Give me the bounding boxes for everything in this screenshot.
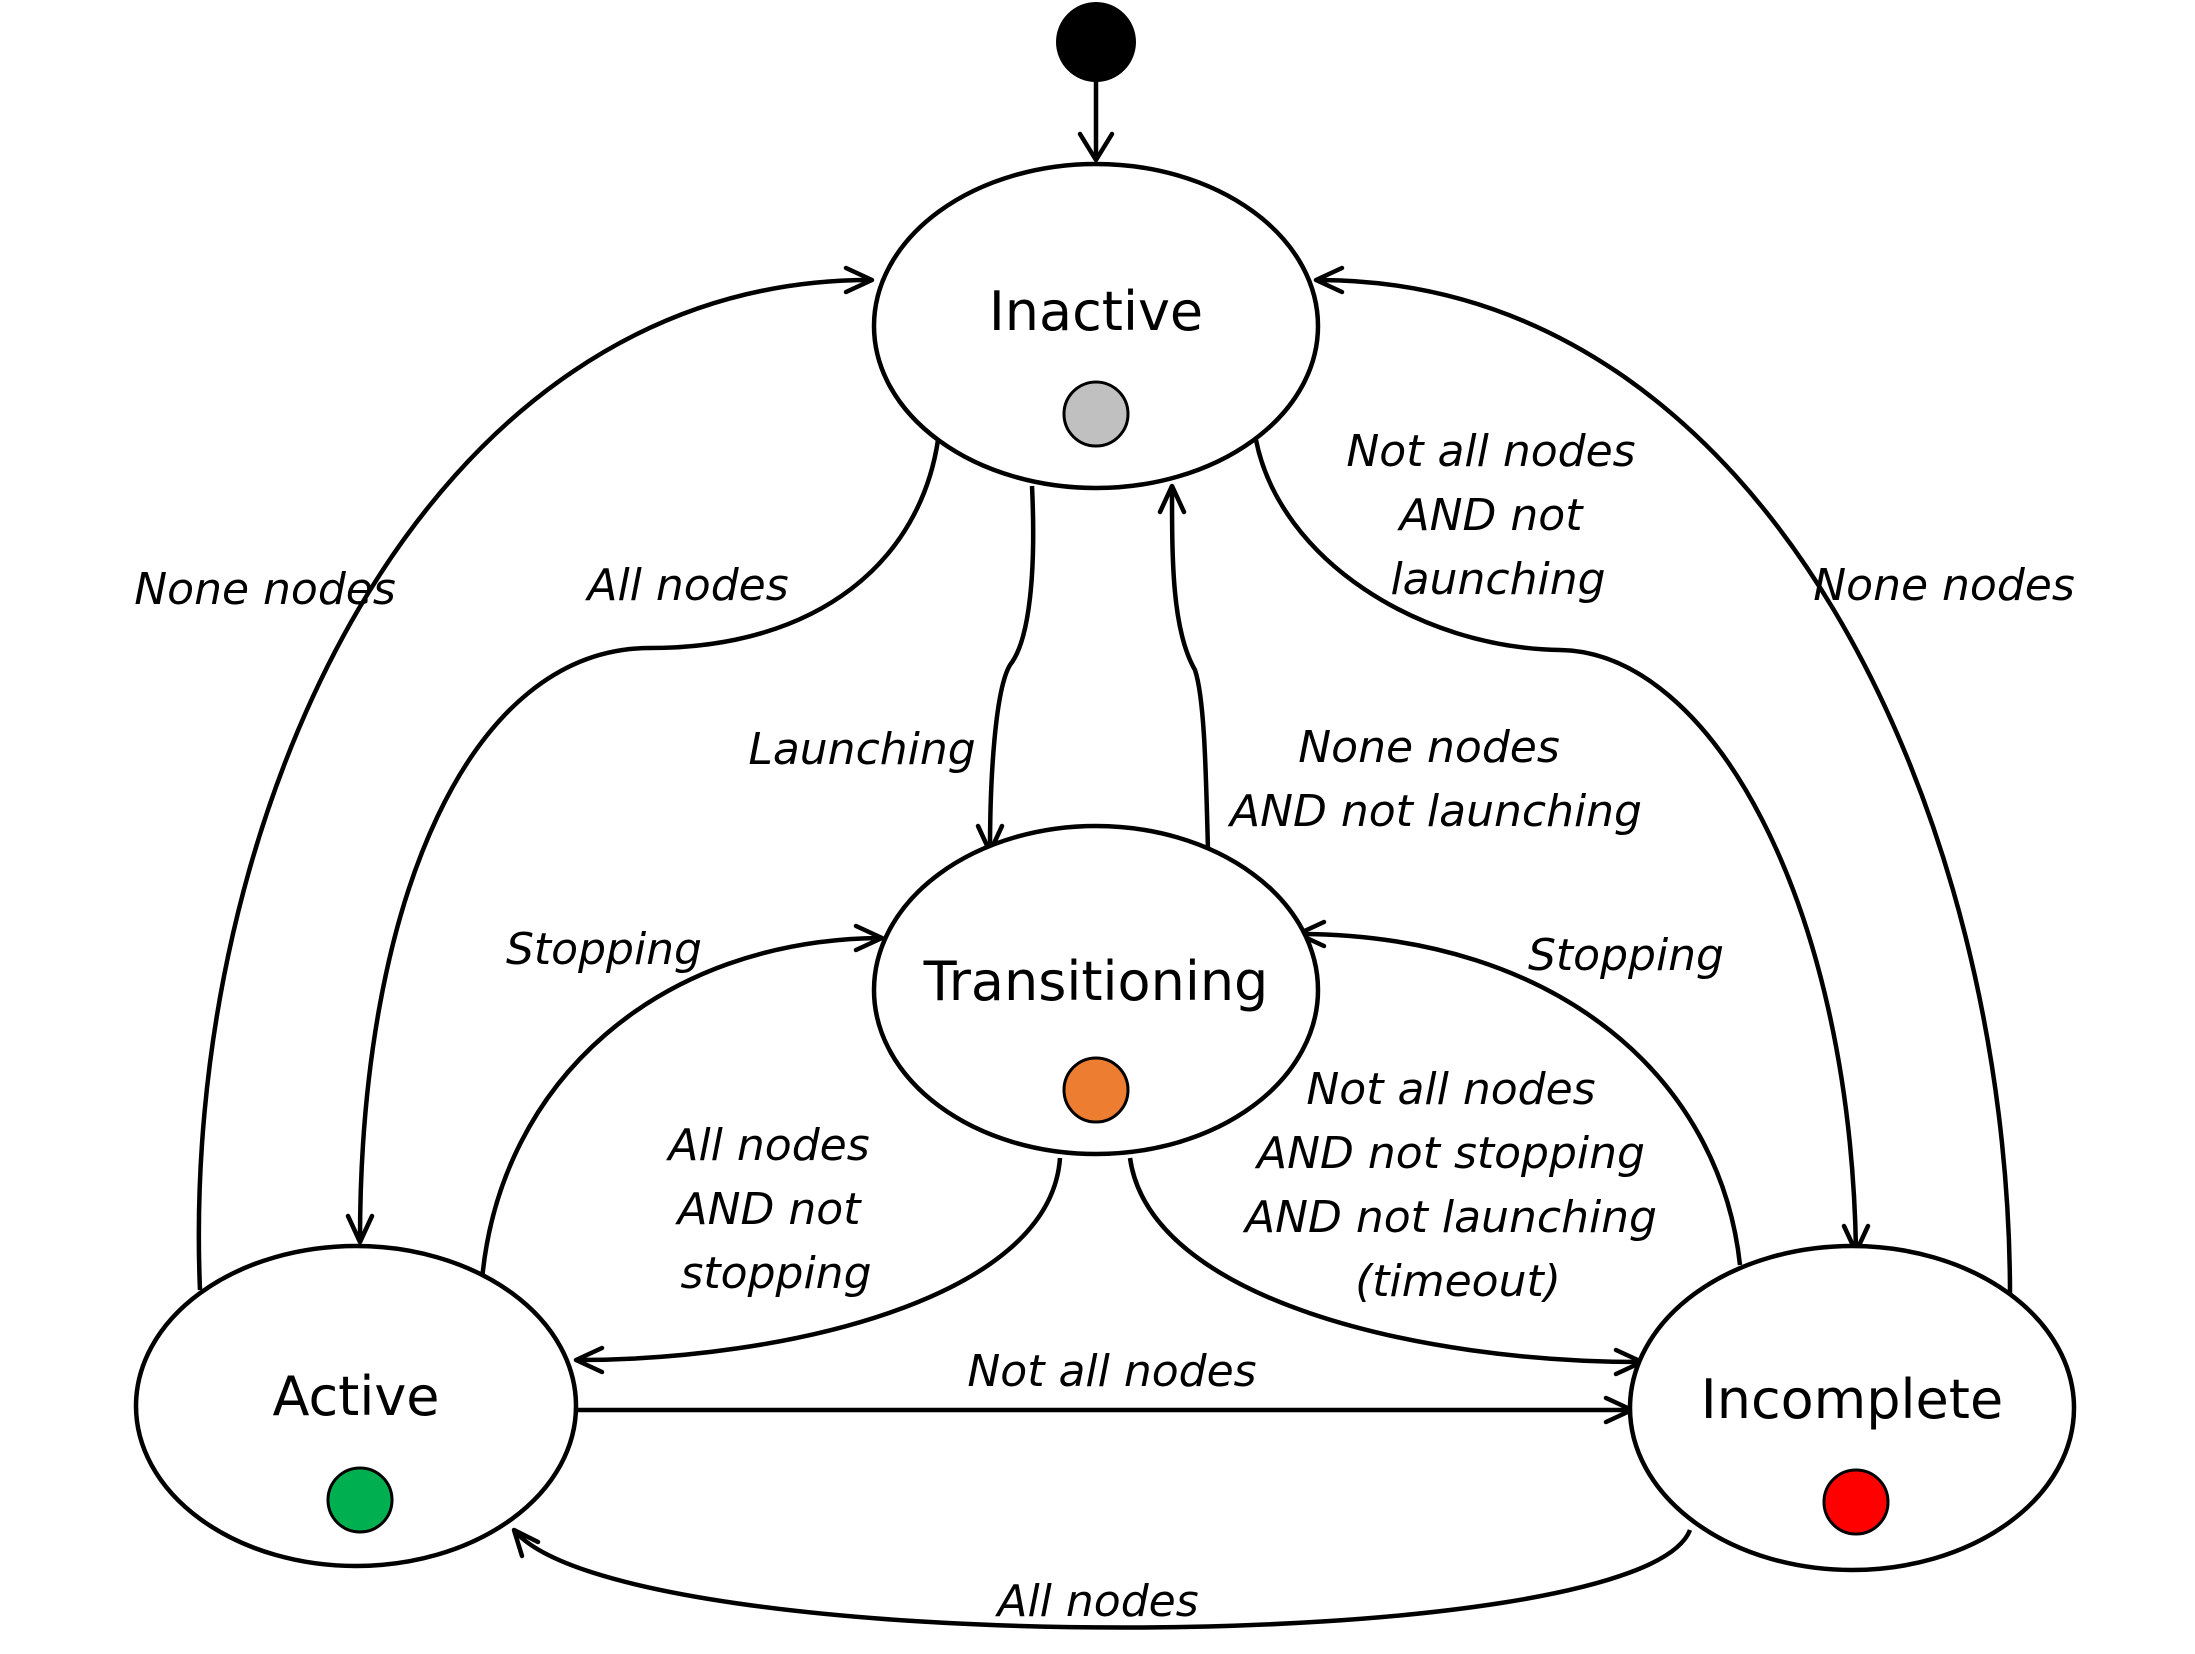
state-active[interactable]: Active <box>133 1243 579 1569</box>
arrowhead <box>1157 483 1187 515</box>
arrowhead <box>843 265 875 295</box>
edge-inactive-to-incomplete <box>1253 439 1859 1251</box>
label-active-to-inactive: None nodes <box>134 564 396 615</box>
arrowhead <box>1077 131 1115 163</box>
transition-labels: None nodes All nodes Launching None node… <box>134 426 2075 1627</box>
label-transitioning-to-inactive: None nodes AND not launching <box>1227 722 1642 837</box>
edge-active-to-transitioning <box>479 935 881 1281</box>
label-incomplete-to-active: All nodes <box>994 1576 1198 1627</box>
label-active-to-incomplete: Not all nodes <box>967 1346 1256 1397</box>
arrowhead <box>853 923 885 953</box>
status-indicator-red <box>1822 1468 1890 1536</box>
status-indicator-green <box>326 1466 394 1534</box>
arrowhead <box>573 1345 605 1375</box>
state-active-shape <box>133 1243 579 1569</box>
arrowhead <box>511 1527 541 1559</box>
arrowhead <box>1313 265 1345 295</box>
edge-active-to-inactive <box>196 277 871 1291</box>
state-incomplete-label: Incomplete <box>1701 1368 2003 1431</box>
state-transitioning-shape <box>871 823 1321 1157</box>
label-inactive-to-incomplete: Not all nodes AND not launching <box>1346 426 1649 605</box>
label-inactive-to-active: All nodes <box>584 560 788 611</box>
label-transitioning-to-incomplete: Not all nodes AND not stopping AND not l… <box>1242 1064 1671 1307</box>
edge-incomplete-to-inactive <box>1317 277 2013 1296</box>
edge-incomplete-to-active <box>512 1528 1693 1630</box>
edge-transitioning-to-inactive <box>1169 487 1211 851</box>
state-transitioning-label: Transitioning <box>923 950 1269 1013</box>
label-incomplete-to-transitioning: Stopping <box>1528 930 1724 981</box>
edge-inactive-to-transitioning <box>987 485 1036 851</box>
state-incomplete[interactable]: Incomplete <box>1627 1243 2077 1573</box>
state-inactive-shape <box>871 161 1321 491</box>
state-transitioning[interactable]: Transitioning <box>871 823 1321 1157</box>
status-indicator-orange <box>1062 1056 1130 1124</box>
edge-incomplete-to-transitioning <box>1299 931 1743 1266</box>
edge-inactive-to-active <box>357 439 941 1241</box>
label-transitioning-to-active: All nodes AND not stopping <box>665 1120 883 1299</box>
transition-edges <box>196 265 2013 1630</box>
status-indicator-gray <box>1062 380 1130 448</box>
state-inactive-label: Inactive <box>989 280 1203 343</box>
edge-transitioning-to-incomplete <box>1127 1157 1641 1365</box>
arrowhead <box>345 1213 375 1245</box>
initial-state-marker <box>1056 2 1136 82</box>
edge-transitioning-to-active <box>577 1157 1063 1363</box>
label-incomplete-to-inactive: None nodes <box>1813 560 2075 611</box>
label-inactive-to-transitioning: Launching <box>748 724 975 775</box>
state-incomplete-shape <box>1627 1243 2077 1573</box>
state-active-label: Active <box>272 1365 439 1428</box>
label-active-to-transitioning: Stopping <box>506 924 702 975</box>
state-inactive[interactable]: Inactive <box>871 161 1321 491</box>
